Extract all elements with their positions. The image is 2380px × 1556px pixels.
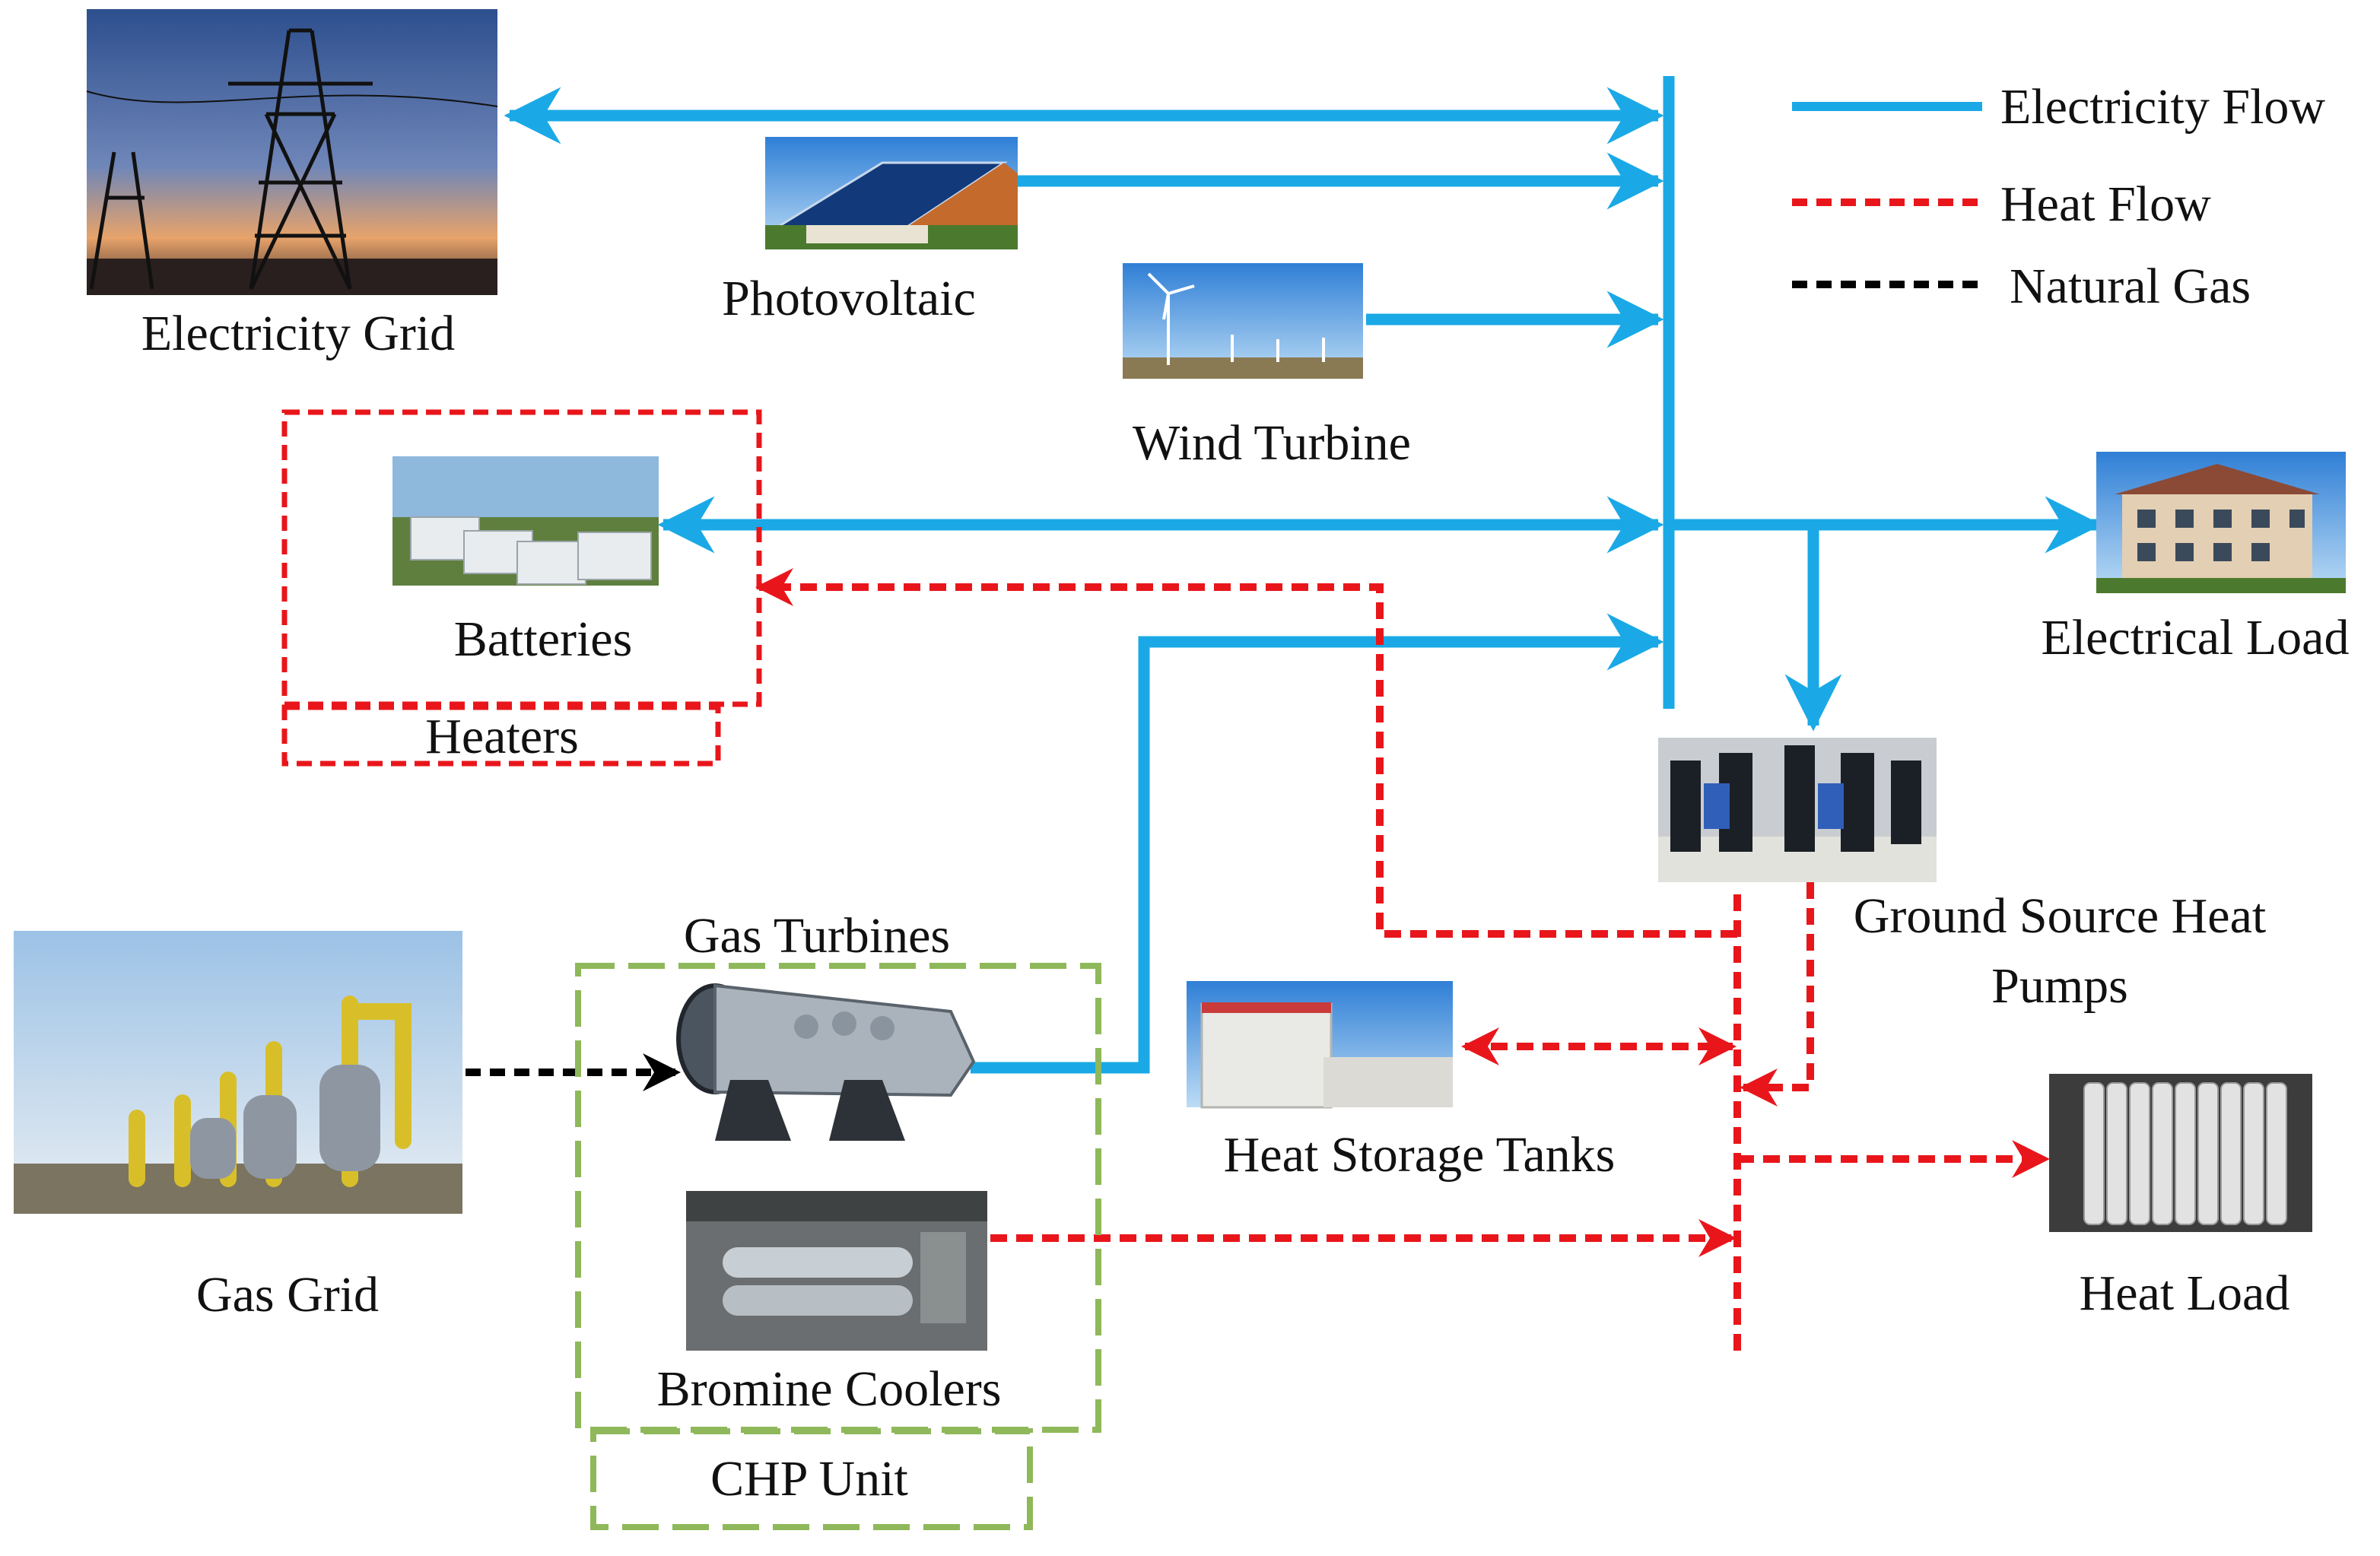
label-photovoltaic: Photovoltaic <box>722 271 976 326</box>
label-electrical-load: Electrical Load <box>2042 610 2350 665</box>
electrical-load-image <box>2096 452 2346 593</box>
bromine-coolers-image <box>686 1191 987 1351</box>
label-heaters: Heaters <box>425 709 579 764</box>
legend-electricity-label: Electricity Flow <box>2000 79 2325 135</box>
gas-turbine-image <box>676 983 976 1141</box>
label-heat-pumps-line2: Pumps <box>1991 958 2128 1014</box>
node-labels: Electricity Grid Photovoltaic Wind Turbi… <box>141 271 2350 1507</box>
chp-group <box>575 963 1101 1530</box>
chp-label-box <box>590 1428 1033 1530</box>
electricity-flows <box>504 76 2102 1074</box>
label-heat-pumps-line1: Ground Source Heat <box>1854 888 2267 944</box>
label-gas-turbines: Gas Turbines <box>684 908 950 964</box>
heat-flows <box>755 568 2050 1351</box>
heat-storage-tanks-image <box>1187 981 1453 1109</box>
label-electricity-grid: Electricity Grid <box>141 306 455 361</box>
wind-turbine-image <box>1123 263 1363 379</box>
chp-group-box <box>575 963 1101 1433</box>
heaters-group <box>281 409 762 767</box>
gas-grid-image <box>14 931 462 1214</box>
legend-gas-label: Natural Gas <box>2010 259 2251 314</box>
label-chp-unit: CHP Unit <box>710 1451 908 1507</box>
arrow-heat-bus-to-heaters <box>755 568 1737 938</box>
label-wind-turbine: Wind Turbine <box>1133 415 1411 471</box>
legend-heat-label: Heat Flow <box>2000 176 2211 232</box>
heat-load-image <box>2049 1074 2312 1232</box>
label-bromine-coolers: Bromine Coolers <box>657 1361 1002 1417</box>
arrow-heat-pump-to-bus <box>1740 882 1814 1107</box>
heat-pumps-image <box>1658 738 1937 882</box>
legend: Electricity Flow Heat Flow Natural Gas <box>1792 79 2325 314</box>
heaters-group-box <box>281 409 762 707</box>
photovoltaic-image <box>765 137 1018 249</box>
label-gas-grid: Gas Grid <box>196 1267 379 1323</box>
label-batteries: Batteries <box>454 611 633 667</box>
batteries-image <box>392 456 659 586</box>
heaters-label-box <box>281 704 721 767</box>
label-heat-storage-tanks: Heat Storage Tanks <box>1224 1127 1616 1183</box>
label-heat-load: Heat Load <box>2080 1265 2290 1321</box>
arrow-gas-turbine-to-bus <box>971 613 1664 1074</box>
electricity-grid-image <box>86 9 498 295</box>
